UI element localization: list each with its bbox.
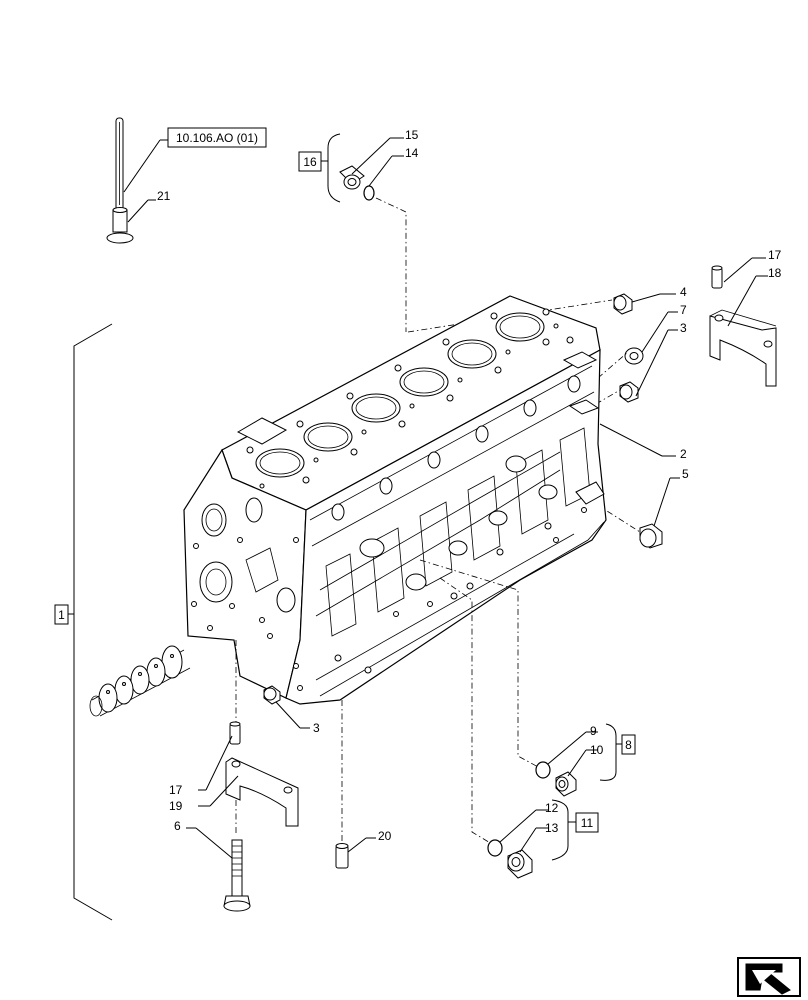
callout-4: 4 bbox=[680, 285, 687, 299]
reference-label: 10.106.AO (01) bbox=[176, 131, 258, 145]
plug-part-4 bbox=[613, 293, 633, 315]
callout-12: 12 bbox=[545, 801, 559, 815]
callout-3-right: 3 bbox=[680, 321, 687, 335]
callout-10: 10 bbox=[590, 743, 604, 757]
plug-part-5 bbox=[639, 523, 663, 549]
callout-9: 9 bbox=[590, 724, 597, 738]
callout-14: 14 bbox=[405, 146, 419, 160]
callout-20: 20 bbox=[378, 829, 392, 843]
next-page-arrow-icon[interactable] bbox=[737, 957, 801, 997]
callout-7: 7 bbox=[680, 303, 687, 317]
bolt-part-6 bbox=[223, 839, 251, 912]
o-ring-part-12 bbox=[487, 839, 503, 857]
group-16: 16 bbox=[298, 133, 341, 203]
callout-17-top: 17 bbox=[768, 248, 782, 262]
callout-6: 6 bbox=[174, 819, 181, 833]
bearing-cap-part-18 bbox=[709, 309, 777, 387]
group-8: 8 bbox=[599, 723, 636, 781]
engine-block-part-2 bbox=[183, 295, 607, 705]
callout-5: 5 bbox=[682, 467, 689, 481]
dowel-pin-part-17-bottom bbox=[229, 721, 241, 745]
group-label-8: 8 bbox=[625, 738, 632, 752]
plug-part-10 bbox=[555, 771, 577, 797]
group-label-16: 16 bbox=[303, 155, 317, 169]
plug-part-3-left bbox=[263, 685, 281, 705]
dipstick-tube bbox=[106, 117, 134, 244]
group-label-11: 11 bbox=[581, 816, 594, 830]
plug-part-3-right bbox=[619, 381, 639, 403]
callout-2: 2 bbox=[680, 447, 687, 461]
callout-21: 21 bbox=[157, 189, 171, 203]
group-11: 11 bbox=[551, 799, 599, 861]
camshaft bbox=[89, 645, 191, 717]
reference-box: 10.106.AO (01) bbox=[167, 127, 267, 148]
callout-3-left: 3 bbox=[313, 721, 320, 735]
bearing-cap-part-19 bbox=[225, 757, 299, 827]
o-ring-part-9 bbox=[535, 761, 551, 779]
plug-part-15 bbox=[339, 165, 365, 190]
dowel-pin-part-17-top bbox=[711, 265, 723, 289]
callout-15: 15 bbox=[405, 128, 419, 142]
callout-18: 18 bbox=[768, 266, 782, 280]
seal-part-7 bbox=[624, 347, 644, 365]
callout-19: 19 bbox=[169, 799, 183, 813]
group-1: 1 bbox=[54, 323, 113, 921]
o-ring-part-14 bbox=[363, 185, 375, 201]
callout-13: 13 bbox=[545, 821, 559, 835]
callout-17-bottom: 17 bbox=[169, 783, 183, 797]
group-label-1: 1 bbox=[58, 608, 65, 622]
plug-part-13 bbox=[507, 849, 533, 879]
pin-part-20 bbox=[335, 843, 349, 869]
